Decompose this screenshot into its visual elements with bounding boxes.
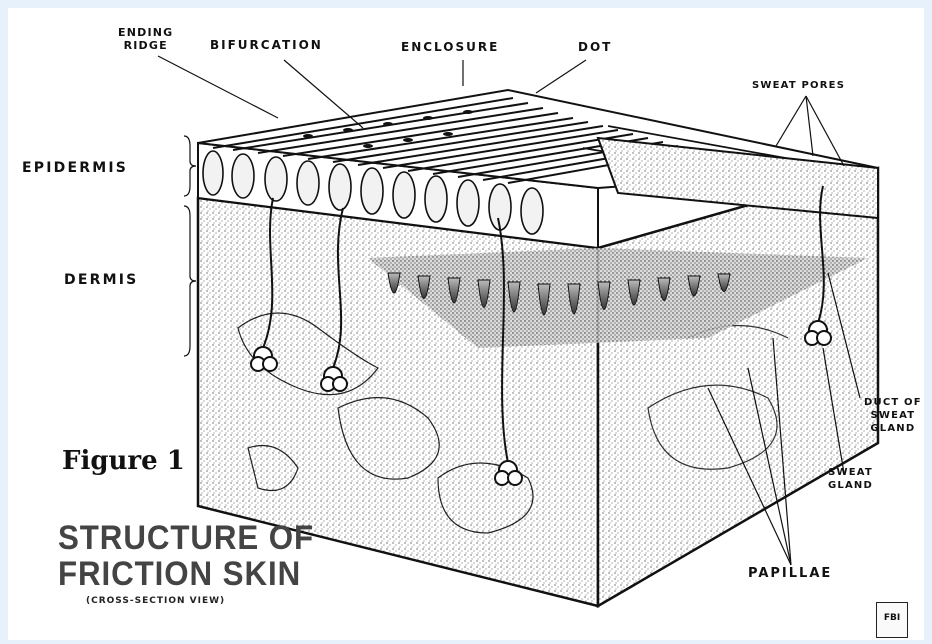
label-sweat-pores: SWEAT PORES	[752, 80, 845, 91]
block-side-face	[598, 168, 878, 606]
figure-title-line2: FRICTION SKIN	[58, 556, 314, 592]
label-duct-line3: GLAND	[864, 422, 922, 435]
label-enclosure: ENCLOSURE	[401, 40, 499, 54]
fbi-seal-logo: FBI	[876, 602, 908, 638]
label-ending-ridge-line2: RIDGE	[118, 39, 173, 52]
label-bifurcation: BIFURCATION	[210, 38, 323, 52]
label-sweat-gland-line2: GLAND	[828, 479, 873, 492]
figure-title: STRUCTURE OF FRICTION SKIN	[58, 520, 314, 592]
label-dot: DOT	[578, 40, 612, 54]
label-duct-of-sweat-gland: DUCT OF SWEAT GLAND	[864, 396, 922, 435]
label-ending-ridge-line1: ENDING	[118, 26, 173, 39]
label-sweat-gland: SWEAT GLAND	[828, 466, 873, 492]
diagram-frame: ENDING RIDGE BIFURCATION ENCLOSURE DOT S…	[8, 8, 924, 640]
label-duct-line1: DUCT OF	[864, 396, 922, 409]
figure-subtitle: (CROSS-SECTION VIEW)	[86, 596, 225, 606]
figure-label: Figure 1	[62, 446, 185, 476]
label-papillae: PAPILLAE	[748, 566, 832, 581]
figure-title-line1: STRUCTURE OF	[58, 520, 314, 556]
label-epidermis: EPIDERMIS	[22, 160, 128, 176]
label-ending-ridge: ENDING RIDGE	[118, 26, 173, 52]
label-dermis: DERMIS	[64, 272, 138, 288]
label-duct-line2: SWEAT	[864, 409, 922, 422]
label-sweat-gland-line1: SWEAT	[828, 466, 873, 479]
